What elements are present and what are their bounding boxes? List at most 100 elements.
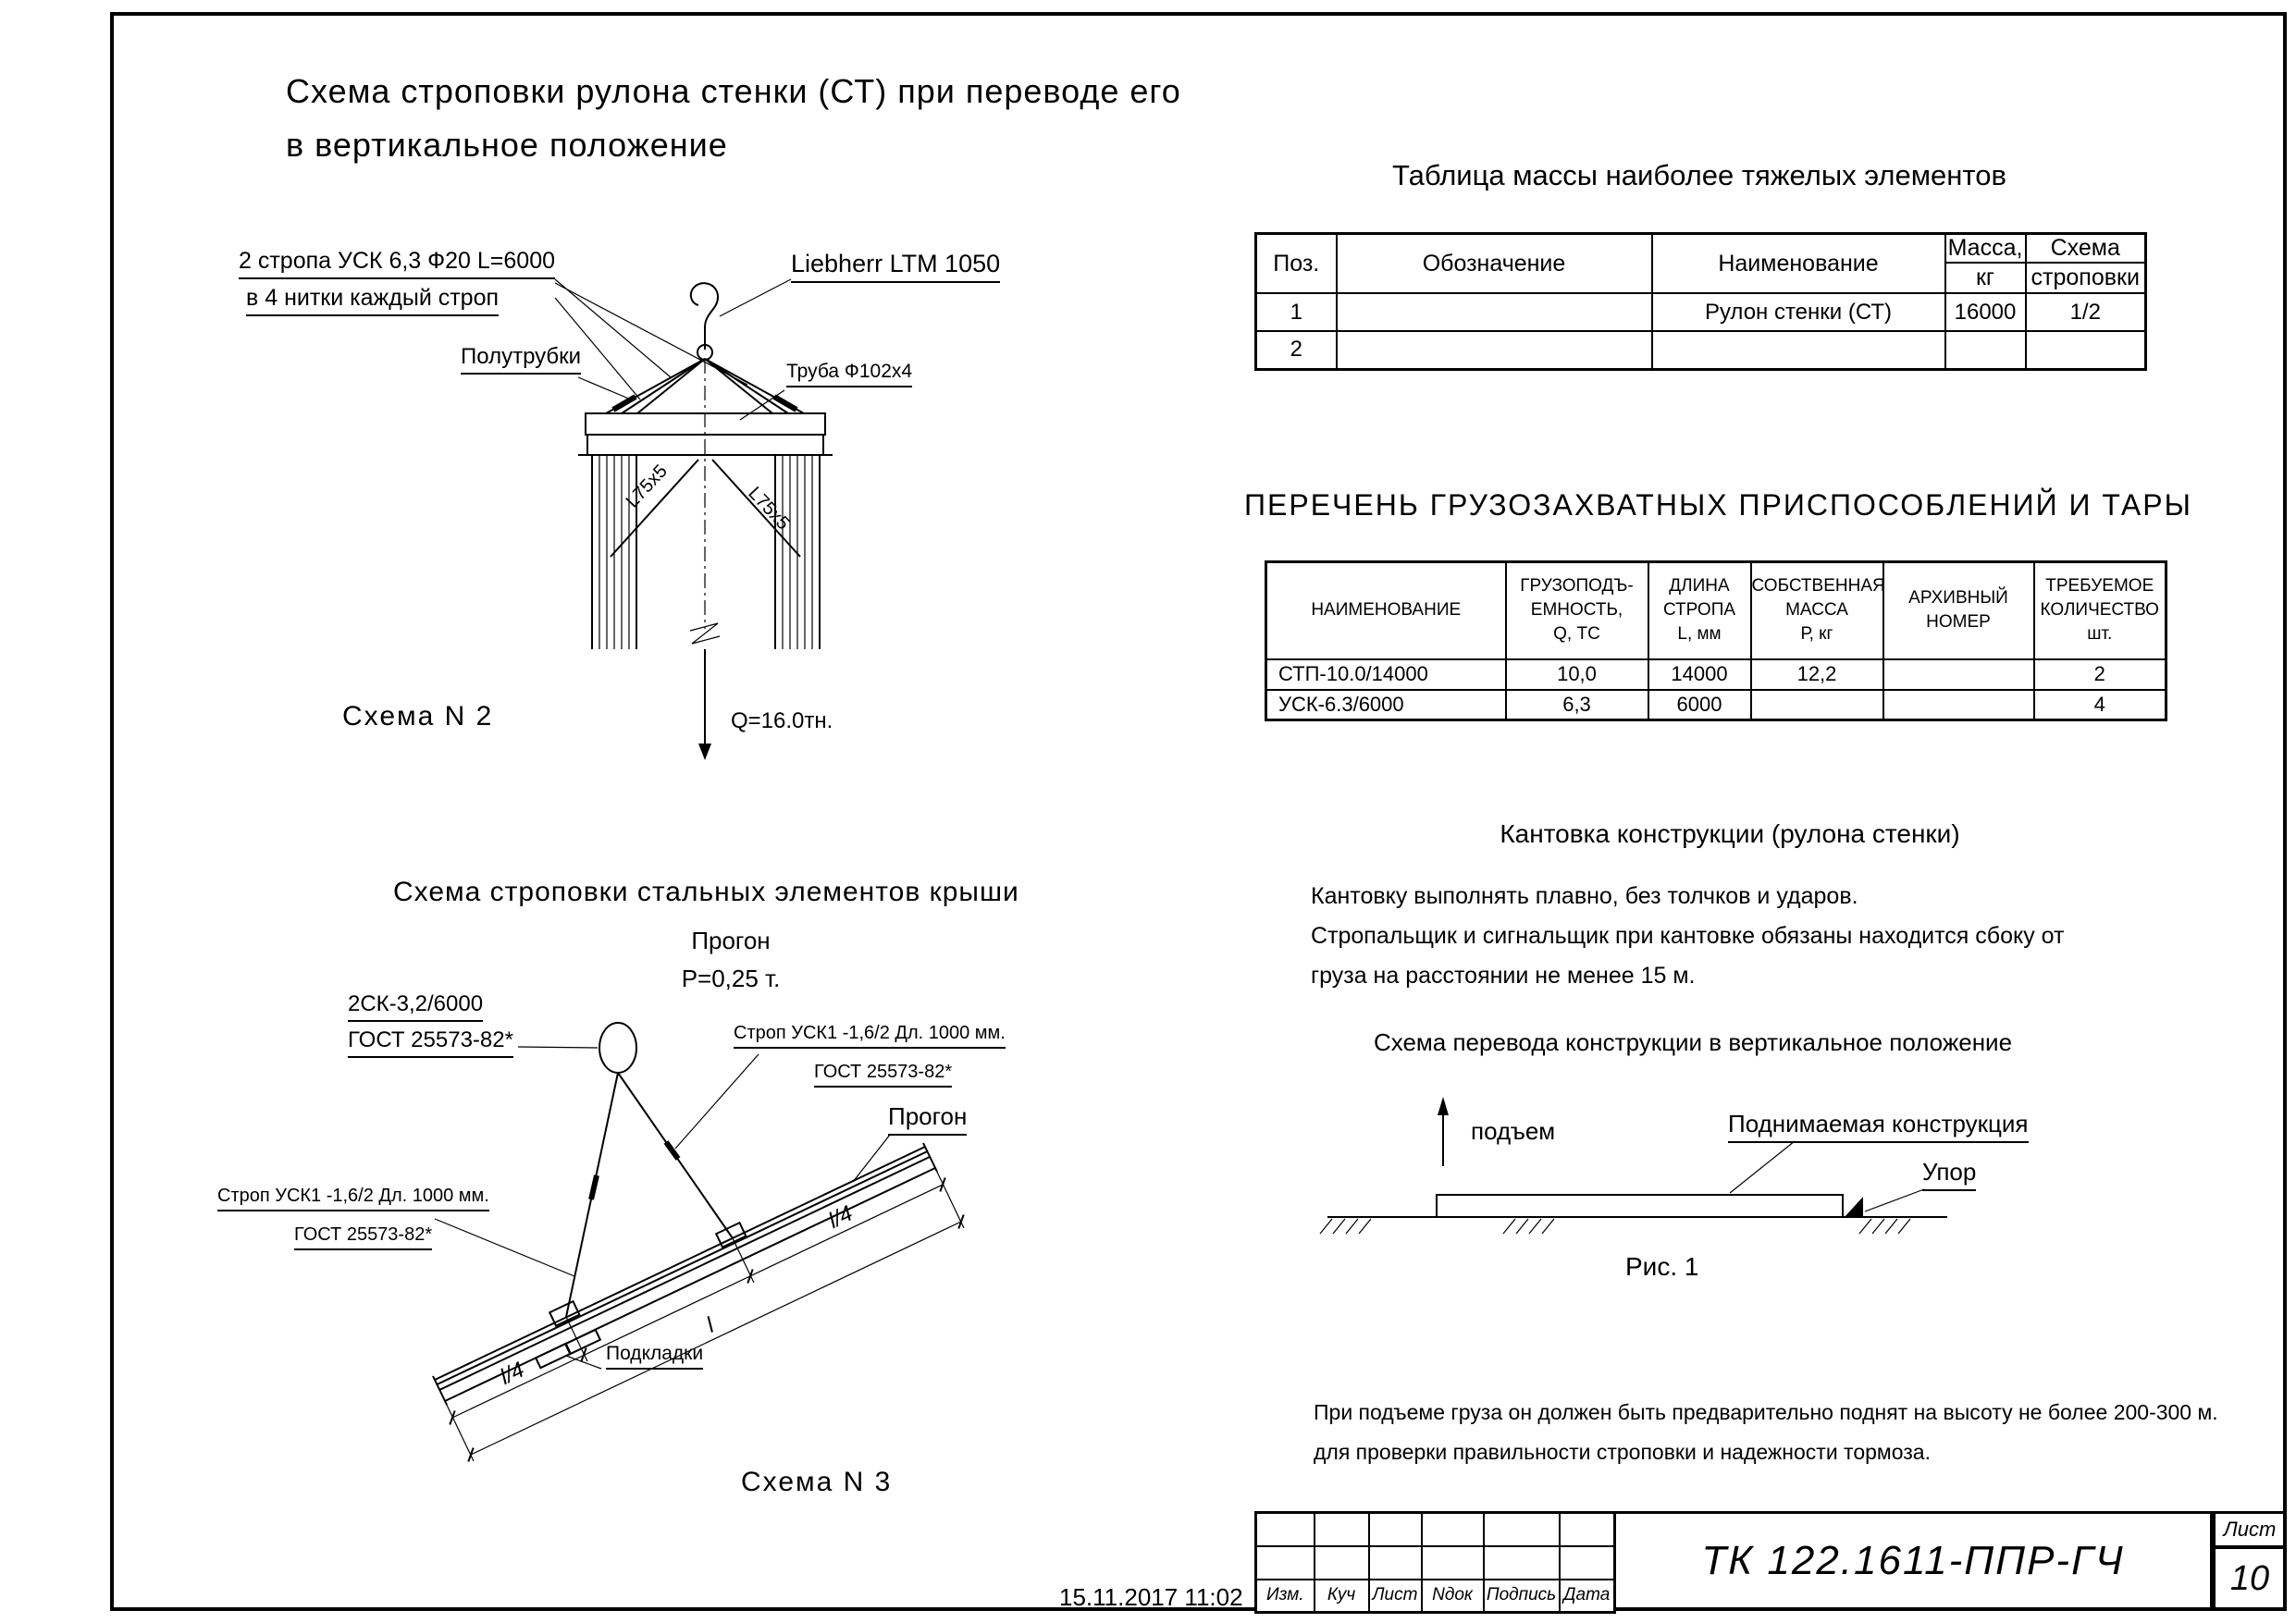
cell-own-mass xyxy=(1749,688,1884,721)
scheme3-leader-lines xyxy=(434,1046,891,1370)
mass-col-mass-top: Масса, xyxy=(1945,235,2025,264)
lifted-structure-bar xyxy=(1436,1194,1844,1218)
rev-cell xyxy=(1482,1544,1561,1580)
kantovka-line3: груза на расстоянии не менее 15 м. xyxy=(1311,963,1696,989)
rev-cell xyxy=(1254,1544,1315,1580)
half-tubes-label: Полутрубки xyxy=(461,344,582,375)
tube-label: Труба Ф102х4 xyxy=(786,361,913,387)
figure1-caption: Рис. 1 xyxy=(1625,1252,1699,1281)
cell-archive xyxy=(1882,688,2035,721)
cell-name xyxy=(1650,330,1946,370)
rev-cell xyxy=(1558,1511,1616,1547)
revision-row-blank1 xyxy=(1254,1511,1616,1547)
equipment-table-row: УСК-6.3/6000 6,3 6000 4 xyxy=(1265,688,2167,721)
purlin-weight: P=0,25 т. xyxy=(681,965,781,992)
cell-archive xyxy=(1882,658,2035,691)
leader-lines xyxy=(554,278,792,421)
dimension-lines xyxy=(434,1146,965,1462)
rev-cell xyxy=(1367,1544,1423,1580)
kantovka-line1: Кантовку выполнять плавно, без толчков и… xyxy=(1311,883,1858,909)
mass-col-name: Наименование xyxy=(1650,232,1946,294)
mass-table-row: 1 Рулон стенки (СТ) 16000 1/2 xyxy=(1254,292,2147,332)
rev-col-kuch: Куч xyxy=(1313,1578,1370,1614)
angle-right-label: L75х5 xyxy=(744,483,793,534)
mass-table-row: 2 xyxy=(1254,330,2147,370)
rev-cell xyxy=(1482,1511,1561,1547)
lift-arrow-icon xyxy=(1438,1097,1449,1166)
equipment-table: НАИМЕНОВАНИЕ ГРУЗОПОДЪ- ЕМНОСТЬ, Q, ТС Д… xyxy=(1265,560,2167,721)
sling-2sk-label: 2СК-3,2/6000 ГОСТ 25573-82* xyxy=(348,991,513,1058)
cell-pos: 2 xyxy=(1254,330,1338,370)
scheme2-diagram: L75х5 L75х5 xyxy=(554,278,833,760)
crane-hook-icon xyxy=(689,282,720,361)
cell-mass xyxy=(1944,330,2027,370)
sling-note: 2 стропа УСК 6,3 Ф20 L=6000 в 4 нитки ка… xyxy=(239,248,556,316)
sheet-label: Лист xyxy=(2213,1511,2287,1548)
equip-col-length: ДЛИНА СТРОПА L, мм xyxy=(1647,560,1752,660)
lift-label: подъем xyxy=(1471,1117,1556,1145)
load-label: Q=16.0тн. xyxy=(731,708,833,733)
perevod-title: Схема перевода конструкции в вертикально… xyxy=(1373,1028,2013,1056)
cell-capacity: 6,3 xyxy=(1504,688,1649,721)
equipment-table-header-row: НАИМЕНОВАНИЕ ГРУЗОПОДЪ- ЕМНОСТЬ, Q, ТС Д… xyxy=(1265,560,2167,660)
strop-left-line2: ГОСТ 25573-82* xyxy=(294,1224,433,1250)
rev-cell xyxy=(1367,1511,1423,1547)
mass-table-title: Таблица массы наиболее тяжелых элементов xyxy=(1392,159,2006,191)
dim-total-label: l xyxy=(703,1313,719,1338)
sling-note-line1: 2 стропа УСК 6,3 Ф20 L=6000 xyxy=(239,248,556,279)
equip-col-name: НАИМЕНОВАНИЕ xyxy=(1265,560,1507,660)
scheme3-slings xyxy=(565,1072,734,1318)
rev-col-data: Дата xyxy=(1558,1578,1616,1614)
mass-col-scheme-top: Схема xyxy=(2026,235,2144,264)
lifting-note-line1: При подъеме груза он должен быть предвар… xyxy=(1314,1400,2218,1424)
cell-designation xyxy=(1335,292,1653,332)
dim-quarter-label-lower: l/4 xyxy=(497,1358,528,1390)
load-axis xyxy=(689,359,721,760)
cell-mass: 16000 xyxy=(1944,292,2027,332)
strop-left-line1: Строп УСК1 -1,6/2 Дл. 1000 мм. xyxy=(217,1186,489,1211)
rev-col-list: Лист xyxy=(1367,1578,1423,1614)
sling-2sk-line1: 2СК-3,2/6000 xyxy=(348,991,484,1022)
lifting-note-line2: для проверки правильности строповки и на… xyxy=(1314,1440,1931,1464)
revision-row-blank2 xyxy=(1254,1544,1616,1580)
print-timestamp: 15.11.2017 11:02 xyxy=(1059,1583,1243,1611)
rev-cell xyxy=(1420,1544,1485,1580)
equipment-table-row: СТП-10.0/14000 10,0 14000 12,2 2 xyxy=(1265,658,2167,691)
cell-capacity: 10,0 xyxy=(1504,658,1649,691)
cell-name: СТП-10.0/14000 xyxy=(1265,658,1507,691)
scheme3-diagram: l/4 l/4 l xyxy=(432,1022,965,1462)
rev-col-podpis: Подпись xyxy=(1482,1578,1561,1614)
sheet-number: 10 xyxy=(2213,1546,2287,1611)
mass-col-scheme-bottom: строповки xyxy=(2031,264,2140,290)
revision-header-row: Изм. Куч Лист Nдок Подпись Дата xyxy=(1254,1578,1616,1614)
equipment-table-title: ПЕРЕЧЕНЬ ГРУЗОЗАХВАТНЫХ ПРИСПОСОБЛЕНИЙ И… xyxy=(1244,488,2192,522)
purlin-label: Прогон xyxy=(691,927,771,954)
crane-label: Liebherr LTM 1050 xyxy=(791,250,1001,283)
mass-col-scheme: Схема строповки xyxy=(2024,232,2147,294)
lifting-note: При подъеме груза он должен быть предвар… xyxy=(1314,1393,2218,1472)
scheme3-title: Схема строповки стальных элементов крыши xyxy=(393,877,1019,907)
mass-col-mass: Масса, кг xyxy=(1944,232,2027,294)
document-number: ТК 122.1611-ППР-ГЧ xyxy=(1613,1511,2213,1611)
kantovka-paragraph: Кантовку выполнять плавно, без толчков и… xyxy=(1311,877,2064,996)
drawing-frame xyxy=(110,12,2287,1611)
cell-designation xyxy=(1335,330,1653,370)
sheet-title-line1: Схема строповки рулона стенки (СТ) при п… xyxy=(286,72,1181,110)
cell-length: 14000 xyxy=(1647,658,1752,691)
scheme2-caption: Схема N 2 xyxy=(342,701,494,732)
mass-table: Поз. Обозначение Наименование Масса, кг … xyxy=(1254,232,2147,371)
pads-label: Подкладки xyxy=(606,1343,704,1370)
rev-col-ndok: Nдок xyxy=(1420,1578,1485,1614)
stop-label: Упор xyxy=(1922,1158,1977,1191)
cell-name: УСК-6.3/6000 xyxy=(1265,688,1507,721)
stop-block xyxy=(1845,1197,1863,1217)
rev-cell xyxy=(1313,1511,1370,1547)
rev-cell xyxy=(1420,1511,1485,1547)
sling-note-line2: в 4 нитки каждый строп xyxy=(246,285,500,316)
purlin-pointer-label: Прогон xyxy=(888,1102,968,1136)
rev-cell xyxy=(1558,1544,1616,1580)
rev-cell xyxy=(1254,1511,1315,1547)
sling-2sk-line2: ГОСТ 25573-82* xyxy=(348,1027,513,1058)
equip-col-archive: АРХИВНЫЙ НОМЕР xyxy=(1882,560,2035,660)
